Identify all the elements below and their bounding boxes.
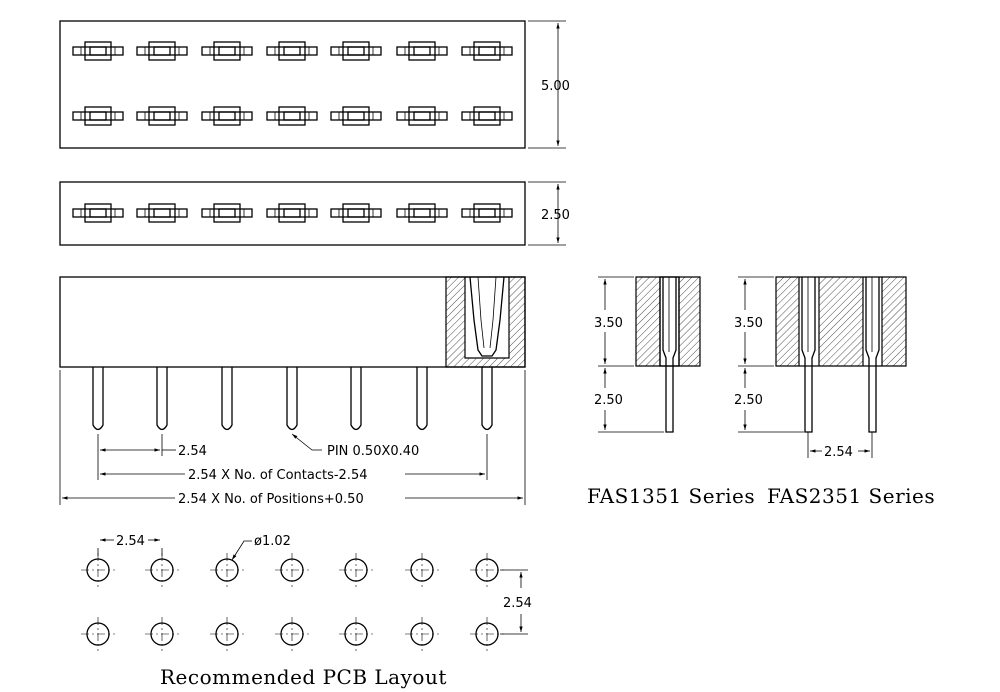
fas1351-pin-dim: 2.50	[594, 393, 623, 408]
socket-contact-4	[266, 203, 318, 223]
socket-contact-2	[136, 203, 188, 223]
pcb-hole-11	[275, 617, 309, 651]
side-section-contact-inner	[477, 276, 497, 349]
contacts-dim: 2.54 X No. of Contacts-2.54	[188, 468, 367, 483]
pcb-hole-4	[275, 553, 309, 587]
pcb-pitch-dim: 2.54	[116, 534, 145, 549]
socket-contact-1	[72, 41, 124, 61]
socket-contact-11	[266, 106, 318, 126]
socket-contact-2	[136, 41, 188, 61]
side-section-contact	[469, 276, 505, 357]
fas2351-housing	[775, 276, 907, 367]
top-view-outline	[59, 20, 526, 149]
socket-contact-12	[330, 106, 382, 126]
pcb-hole-7	[470, 553, 504, 587]
fas2351-contact-left	[801, 277, 816, 433]
side-pin-7	[481, 367, 493, 431]
single-view-row	[72, 203, 513, 223]
pcb-hole-2	[145, 553, 179, 587]
pcb-hole-leader	[231, 540, 252, 561]
socket-contact-6	[396, 41, 448, 61]
pcb-hole-6	[405, 553, 439, 587]
side-pin-5	[350, 367, 362, 431]
socket-contact-7	[461, 203, 513, 223]
socket-contact-8	[72, 106, 124, 126]
pcb-hole-dim: ø1.02	[254, 534, 291, 549]
fas2351-pin-dim: 2.50	[734, 393, 763, 408]
socket-contact-13	[396, 106, 448, 126]
fas1351-housing	[635, 276, 701, 367]
pcb-row-dim: 2.54	[503, 596, 532, 611]
fas2351-caption: FAS2351 Series	[767, 484, 935, 508]
fas2351-body-dim: 3.50	[734, 316, 763, 331]
top-view-row-2	[72, 106, 513, 126]
pin-label-leader	[291, 433, 322, 451]
socket-contact-4	[266, 41, 318, 61]
pcb-hole-3	[210, 553, 244, 587]
side-pin-4	[286, 367, 298, 431]
fas2351-contact-right	[865, 277, 880, 433]
socket-contact-3	[201, 41, 253, 61]
single-view-outline	[59, 181, 526, 246]
socket-contact-6	[396, 203, 448, 223]
fas1351-section: 3.50 2.50 FAS1351 Series	[587, 276, 755, 508]
side-view: 2.54 PIN 0.50X0.40 2.54 X No. of Contact…	[59, 276, 526, 507]
socket-contact-5	[330, 203, 382, 223]
side-pin-1	[92, 367, 104, 431]
top-height-dim: 5.00	[541, 79, 570, 94]
positions-dim: 2.54 X No. of Positions+0.50	[178, 492, 364, 507]
pcb-caption: Recommended PCB Layout	[160, 665, 447, 689]
socket-contact-10	[201, 106, 253, 126]
socket-contact-7	[461, 41, 513, 61]
socket-contact-3	[201, 203, 253, 223]
pcb-hole-13	[405, 617, 439, 651]
fas1351-cavity	[659, 276, 680, 367]
socket-contact-9	[136, 106, 188, 126]
pcb-hole-1	[81, 553, 115, 587]
socket-contact-5	[330, 41, 382, 61]
pcb-layout: 2.54 ø1.02 2.54 Recommended PCB Layout	[81, 534, 532, 689]
pcb-hole-12	[339, 617, 373, 651]
top-view-row-1	[72, 41, 513, 61]
pin-label: PIN 0.50X0.40	[327, 444, 419, 459]
side-pin-2	[156, 367, 168, 431]
fas1351-body-dim: 3.50	[594, 316, 623, 331]
side-pitch-dim: 2.54	[178, 444, 207, 459]
socket-contact-14	[461, 106, 513, 126]
pcb-holes	[81, 553, 504, 651]
pcb-hole-10	[210, 617, 244, 651]
pcb-hole-8	[81, 617, 115, 651]
top-view: 5.00	[59, 20, 570, 149]
fas1351-contact	[662, 277, 677, 433]
side-section-housing	[445, 276, 526, 368]
pcb-hole-14	[470, 617, 504, 651]
single-view: 2.50	[59, 181, 570, 246]
pcb-hole-9	[145, 617, 179, 651]
single-height-dim: 2.50	[541, 208, 570, 223]
pcb-hole-5	[339, 553, 373, 587]
fas2351-section: 3.50 2.50 2.54 FAS2351 Series	[734, 276, 935, 508]
fas2351-pitch-dim: 2.54	[824, 445, 853, 460]
side-view-pins	[92, 367, 493, 431]
socket-contact-1	[72, 203, 124, 223]
side-pin-6	[416, 367, 428, 431]
side-pin-3	[221, 367, 233, 431]
fas1351-caption: FAS1351 Series	[587, 484, 755, 508]
